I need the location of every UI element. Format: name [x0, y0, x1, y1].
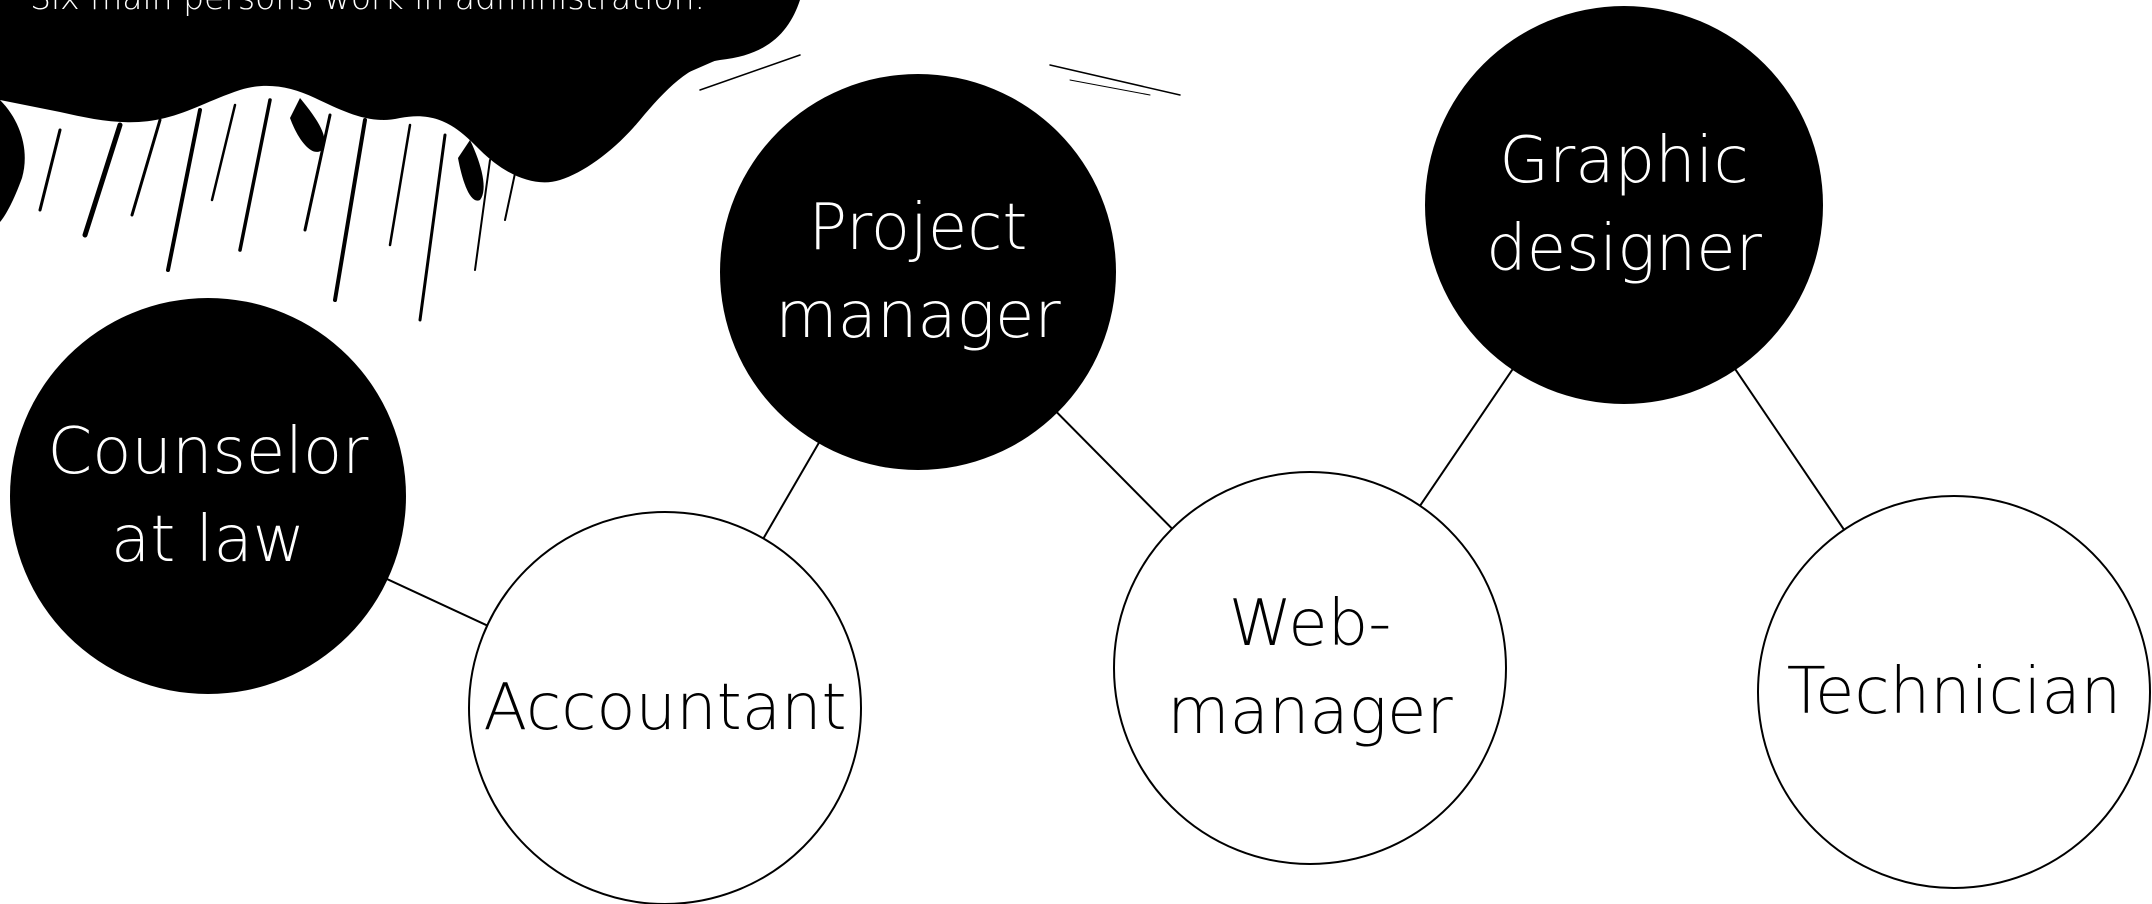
ink-streak	[679, 39, 761, 76]
node-web-manager: Web- manager	[1113, 471, 1507, 865]
node-project-manager: Project manager	[720, 74, 1116, 470]
ink-streak	[1069, 79, 1151, 96]
node-label: Counselor at law	[47, 415, 369, 577]
node-accountant: Accountant	[468, 511, 862, 904]
intro-text: Six main persons work in administration.	[30, 0, 705, 18]
ink-streak	[504, 149, 521, 221]
node-label: Accountant	[483, 671, 847, 745]
ink-streak	[418, 133, 447, 322]
node-label: Project manager	[775, 191, 1061, 353]
ink-drip	[0, 100, 25, 222]
ink-drip	[458, 140, 484, 201]
node-label: Web- manager	[1167, 587, 1453, 749]
ink-splash	[0, 0, 1181, 322]
ink-streak	[38, 128, 62, 212]
ink-streak	[238, 98, 272, 252]
ink-streaks	[38, 39, 1181, 322]
node-label: Technician	[1786, 655, 2122, 729]
ink-streak	[166, 108, 202, 272]
ink-streak	[474, 159, 491, 271]
ink-streak	[303, 113, 332, 232]
ink-streak	[82, 122, 123, 238]
node-graphic-designer: Graphic designer	[1425, 6, 1823, 404]
ink-streak	[333, 118, 367, 302]
node-label: Graphic designer	[1486, 124, 1762, 286]
node-counselor: Counselor at law	[10, 298, 406, 694]
ink-streak	[210, 103, 237, 202]
node-technician: Technician	[1757, 495, 2151, 889]
ink-streak	[388, 123, 412, 247]
ink-blob	[0, 0, 800, 183]
ink-streak	[130, 118, 162, 217]
ink-streak	[1049, 64, 1181, 96]
ink-drip	[290, 98, 325, 152]
ink-streak	[699, 54, 801, 91]
